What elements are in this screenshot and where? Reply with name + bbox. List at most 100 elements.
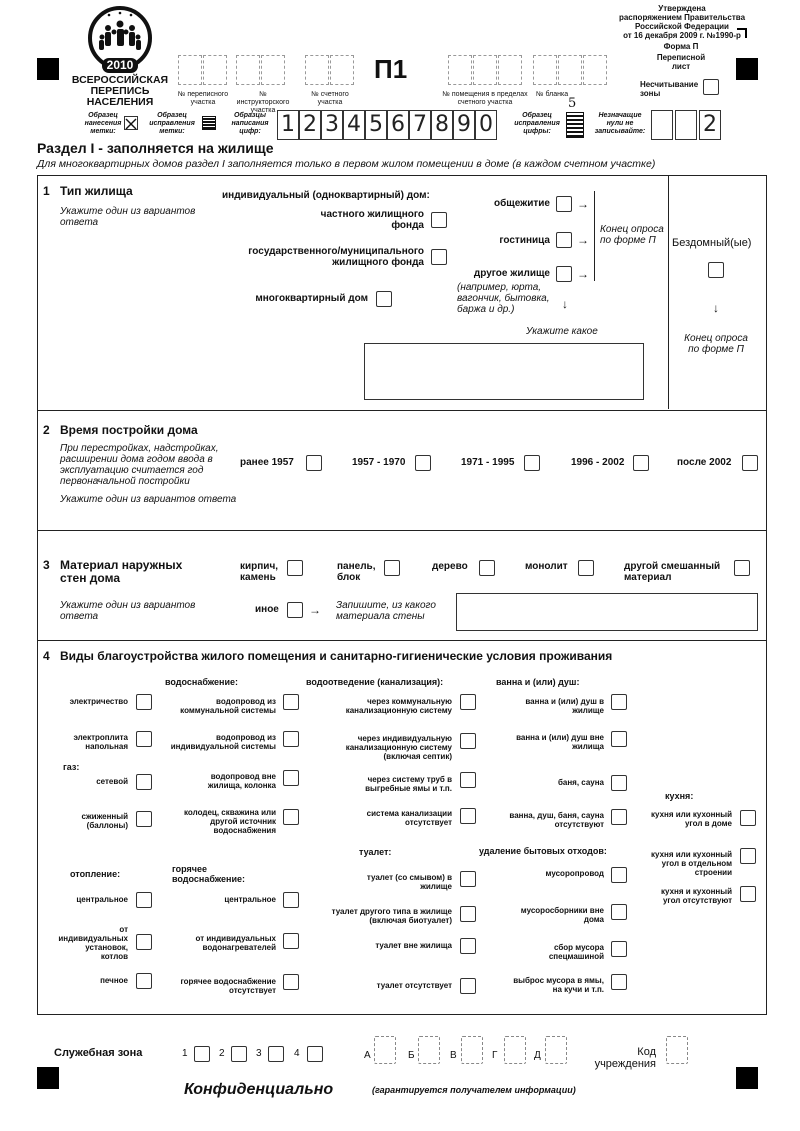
zero-example-empty	[675, 110, 697, 140]
apartment-checkbox[interactable]	[376, 291, 392, 307]
hotel-checkbox[interactable]	[556, 232, 572, 248]
waste-special-checkbox[interactable]	[611, 941, 627, 957]
service-num-label: 1	[182, 1048, 188, 1059]
q3-number: 3	[43, 558, 50, 572]
bath-outside-checkbox[interactable]	[611, 731, 627, 747]
built-1971-1995-checkbox[interactable]	[524, 455, 540, 471]
kitchen-in-checkbox[interactable]	[740, 810, 756, 826]
sewer-communal-checkbox[interactable]	[460, 694, 476, 710]
service-letter-cell[interactable]	[374, 1036, 396, 1064]
bath-outside-label: ванна и (или) душ вне жилища	[516, 733, 604, 751]
nonread-zone-checkbox[interactable]	[703, 79, 719, 95]
sample-fix-digit-label: Образец исправления цифры:	[514, 112, 560, 135]
sewer-pipes-checkbox[interactable]	[460, 772, 476, 788]
service-num-checkbox[interactable]	[231, 1046, 247, 1062]
zero-example-empty	[651, 110, 673, 140]
other-dwelling-input[interactable]	[364, 343, 644, 400]
arrow-right-icon: →	[577, 267, 589, 281]
q3-title: Материал наружных стен дома	[60, 558, 183, 585]
water-communal-checkbox[interactable]	[283, 694, 299, 710]
water-individual-checkbox[interactable]	[283, 731, 299, 747]
monolith-checkbox[interactable]	[578, 560, 594, 576]
toilet-flush-checkbox[interactable]	[460, 871, 476, 887]
hot-water-label: горячее водоснабжение:	[172, 864, 246, 884]
state-fund-checkbox[interactable]	[431, 249, 447, 265]
wood-checkbox[interactable]	[479, 560, 495, 576]
toilet-outside-checkbox[interactable]	[460, 938, 476, 954]
private-fund-label: частного жилищного фонда	[320, 209, 424, 231]
heat-central-checkbox[interactable]	[136, 892, 152, 908]
waste-chute-label: мусоропровод	[545, 869, 604, 878]
bath-none-checkbox[interactable]	[611, 809, 627, 825]
water-well-checkbox[interactable]	[283, 809, 299, 825]
bath-sauna-label: баня, сауна	[557, 778, 604, 787]
service-letter-cell[interactable]	[504, 1036, 526, 1064]
heat-central-label: центральное	[76, 895, 128, 904]
sample-digit: 9	[453, 110, 475, 140]
gas-liquid-checkbox[interactable]	[136, 811, 152, 827]
other-dwelling-checkbox[interactable]	[556, 266, 572, 282]
sample-fix-label: Образец исправления метки:	[149, 112, 195, 135]
bath-inside-checkbox[interactable]	[611, 694, 627, 710]
hot-individual-checkbox[interactable]	[283, 933, 299, 949]
built-1996-2002-checkbox[interactable]	[633, 455, 649, 471]
other-material-input[interactable]	[456, 593, 758, 631]
water-outside-checkbox[interactable]	[283, 770, 299, 786]
waste-bins-checkbox[interactable]	[611, 904, 627, 920]
gas-label: газ:	[63, 762, 80, 772]
kitchen-none-checkbox[interactable]	[740, 886, 756, 902]
hot-none-checkbox[interactable]	[283, 974, 299, 990]
institution-code-cell[interactable]	[666, 1036, 688, 1064]
toilet-none-checkbox[interactable]	[460, 978, 476, 994]
individual-house-label: индивидуальный (одноквартирный) дом:	[222, 190, 430, 201]
panel-checkbox[interactable]	[384, 560, 400, 576]
built-before-1957-label: ранее 1957	[240, 457, 294, 468]
electricity-checkbox[interactable]	[136, 694, 152, 710]
mixed-material-checkbox[interactable]	[734, 560, 750, 576]
hot-individual-label: от индивидуальных водонагревателей	[195, 934, 277, 952]
bath-sauna-checkbox[interactable]	[611, 775, 627, 791]
service-num-checkbox[interactable]	[194, 1046, 210, 1062]
built-after-2002-label: после 2002	[677, 457, 732, 468]
heat-stove-checkbox[interactable]	[136, 973, 152, 989]
brick-checkbox[interactable]	[287, 560, 303, 576]
sewer-none-checkbox[interactable]	[460, 808, 476, 824]
arrow-down-icon: ↓	[713, 301, 719, 315]
dormitory-checkbox[interactable]	[556, 196, 572, 212]
waste-pits-checkbox[interactable]	[611, 974, 627, 990]
other-material-label: иное	[255, 604, 279, 615]
private-fund-checkbox[interactable]	[431, 212, 447, 228]
sample-digit: 2	[299, 110, 321, 140]
gas-network-checkbox[interactable]	[136, 774, 152, 790]
kitchen-separate-checkbox[interactable]	[740, 848, 756, 864]
water-communal-label: водопровод из коммунальной системы	[180, 697, 276, 715]
service-num-checkbox[interactable]	[307, 1046, 323, 1062]
alignment-marker-bottom-right	[736, 1067, 758, 1089]
service-letter-cell[interactable]	[545, 1036, 567, 1064]
electric-stove-checkbox[interactable]	[136, 731, 152, 747]
section-title: Раздел I - заполняется на жилище	[37, 140, 274, 156]
service-letter-cell[interactable]	[418, 1036, 440, 1064]
service-num-checkbox[interactable]	[268, 1046, 284, 1062]
q3-hint: Укажите один из вариантов ответа	[60, 600, 196, 622]
hot-none-label: горячее водоснабжение отсутствует	[180, 977, 276, 995]
homeless-checkbox[interactable]	[708, 262, 724, 278]
alignment-marker-top-right	[736, 58, 758, 80]
toilet-other-checkbox[interactable]	[460, 906, 476, 922]
hot-central-checkbox[interactable]	[283, 892, 299, 908]
built-1957-1970-checkbox[interactable]	[415, 455, 431, 471]
sewer-individual-checkbox[interactable]	[460, 733, 476, 749]
sewer-none-label: система канализации отсутствует	[366, 809, 452, 827]
end-survey-note: Конец опроса по форме П	[600, 224, 664, 246]
built-1957-1970-label: 1957 - 1970	[352, 457, 406, 468]
guarantee-note: (гарантируется получателем информации)	[372, 1085, 576, 1095]
built-before-1957-checkbox[interactable]	[306, 455, 322, 471]
other-material-checkbox[interactable]	[287, 602, 303, 618]
heat-individual-checkbox[interactable]	[136, 934, 152, 950]
waste-chute-checkbox[interactable]	[611, 867, 627, 883]
service-letter-cell[interactable]	[461, 1036, 483, 1064]
sewer-pipes-label: через систему труб в выгребные ямы и т.п…	[365, 775, 452, 793]
water-outside-label: водопровод вне жилища, колонка	[207, 772, 276, 790]
form-code: П1	[374, 54, 408, 84]
built-after-2002-checkbox[interactable]	[742, 455, 758, 471]
